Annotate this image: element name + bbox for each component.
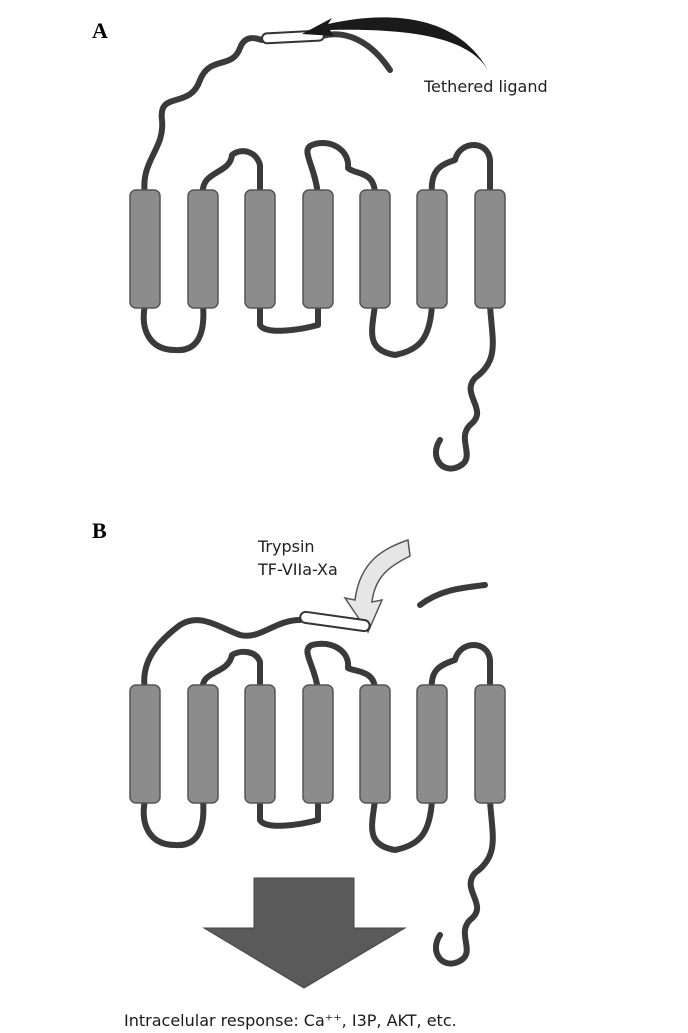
- intracellular-response-label: Intracelular response: Ca⁺⁺, I3P, AKT, e…: [124, 1011, 457, 1030]
- panel-b-helix-7: [474, 684, 506, 804]
- panel-b-protease-arrow: [343, 538, 411, 634]
- panel-b-helix-6: [416, 684, 448, 804]
- panel-b: B Trypsin TF-VIIa-Xa Intr: [92, 518, 506, 1030]
- panel-b-letter: B: [92, 518, 107, 543]
- panel-a-n-terminus: [141, 35, 265, 198]
- panel-b-helix-5: [359, 684, 391, 804]
- panel-b-icl3: [369, 797, 435, 853]
- panel-b-ecl1: [199, 648, 263, 693]
- panel-a-helix-1: [129, 189, 161, 309]
- panel-a-helix-4: [302, 189, 334, 309]
- panel-a-letter: A: [92, 18, 108, 43]
- panel-b-ecl3: [428, 642, 493, 693]
- panel-b-protease-line1: Trypsin: [257, 537, 315, 556]
- panel-b-helix-4: [302, 684, 334, 804]
- panel-a-helix-7: [474, 189, 506, 309]
- panel-a-helix-2: [187, 189, 219, 309]
- panel-b-helices: [129, 684, 506, 804]
- panel-a-helix-6: [416, 189, 448, 309]
- panel-a: A Tethered ligand: [92, 17, 548, 472]
- panel-a-helix-5: [359, 189, 391, 309]
- panel-a-n-terminus-tail: [319, 31, 393, 73]
- panel-a-helix-3: [244, 189, 276, 309]
- panel-b-tethered-ligand: [299, 610, 371, 633]
- panel-a-icl2: [257, 302, 321, 334]
- panel-b-icl2: [257, 797, 321, 829]
- panel-b-protease-line2: TF-VIIa-Xa: [257, 560, 338, 579]
- panel-a-icl3: [369, 302, 435, 358]
- panel-a-ligand-label: Tethered ligand: [423, 77, 548, 96]
- panel-a-ecl3: [428, 142, 493, 198]
- panel-a-ecl1: [199, 148, 263, 198]
- panel-a-ligand-arrow: [302, 17, 488, 71]
- panel-b-helix-2: [187, 684, 219, 804]
- panel-b-helix-3: [244, 684, 276, 804]
- panel-b-cleaved-fragment: [417, 582, 488, 608]
- panel-a-helices: [129, 189, 506, 309]
- panel-a-icl1: [140, 302, 207, 354]
- panel-b-response-arrow: [202, 877, 407, 989]
- panel-b-icl1: [140, 797, 207, 849]
- panel-b-c-terminus: [433, 797, 496, 967]
- panel-b-n-terminus: [141, 617, 303, 693]
- panel-a-c-terminus: [433, 302, 496, 472]
- panel-b-ecl2: [304, 640, 378, 693]
- panel-b-helix-1: [129, 684, 161, 804]
- panel-a-ecl2: [304, 140, 378, 198]
